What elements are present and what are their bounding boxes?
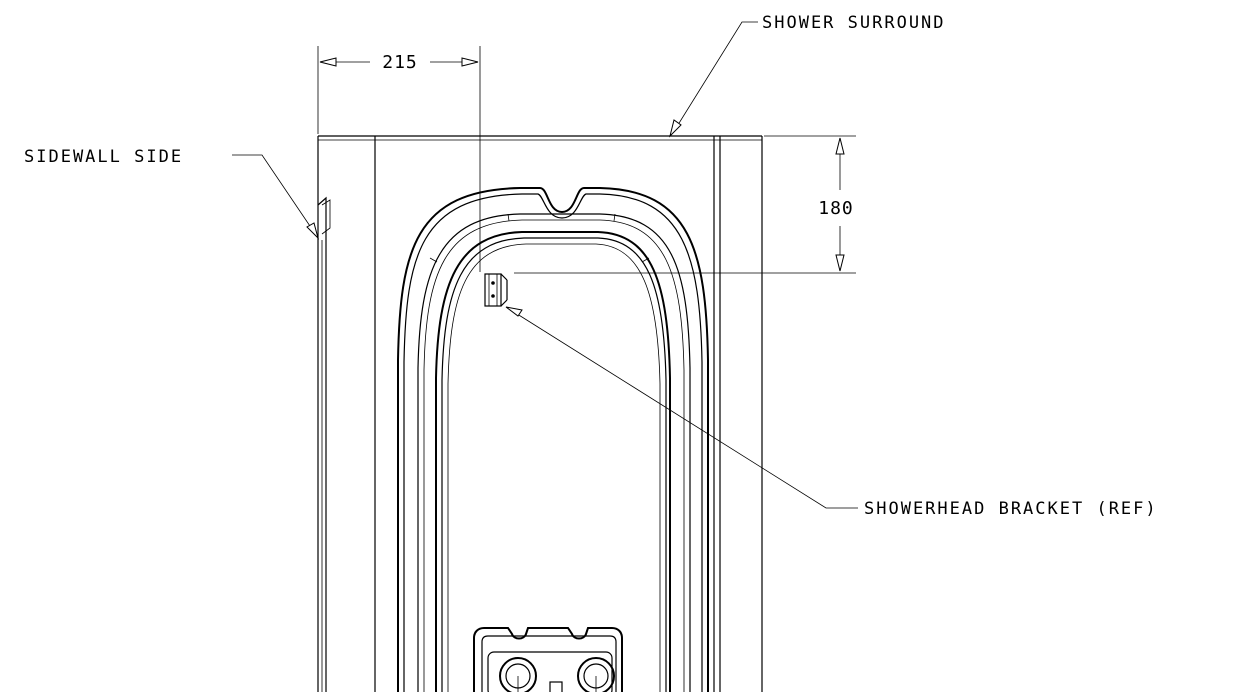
label-shower-surround: SHOWER SURROUND	[762, 13, 946, 33]
dimension-vertical-value: 180	[818, 198, 854, 219]
leader-sidewall-side: SIDEWALL SIDE	[24, 147, 319, 240]
leader-showerhead-bracket: SHOWERHEAD BRACKET (REF)	[505, 306, 1158, 519]
label-sidewall-side: SIDEWALL SIDE	[24, 147, 183, 167]
showerhead-bracket	[484, 273, 508, 307]
leader-shower-surround: SHOWER SURROUND	[669, 13, 946, 138]
valve-assembly	[473, 627, 623, 692]
recess-outline	[397, 187, 709, 692]
shower-surround-panel	[317, 135, 763, 692]
dimension-horizontal-value: 215	[382, 52, 418, 73]
label-showerhead-bracket: SHOWERHEAD BRACKET (REF)	[864, 499, 1158, 519]
dimension-horizontal: 215	[317, 46, 481, 272]
dimension-vertical: 180	[514, 135, 856, 274]
